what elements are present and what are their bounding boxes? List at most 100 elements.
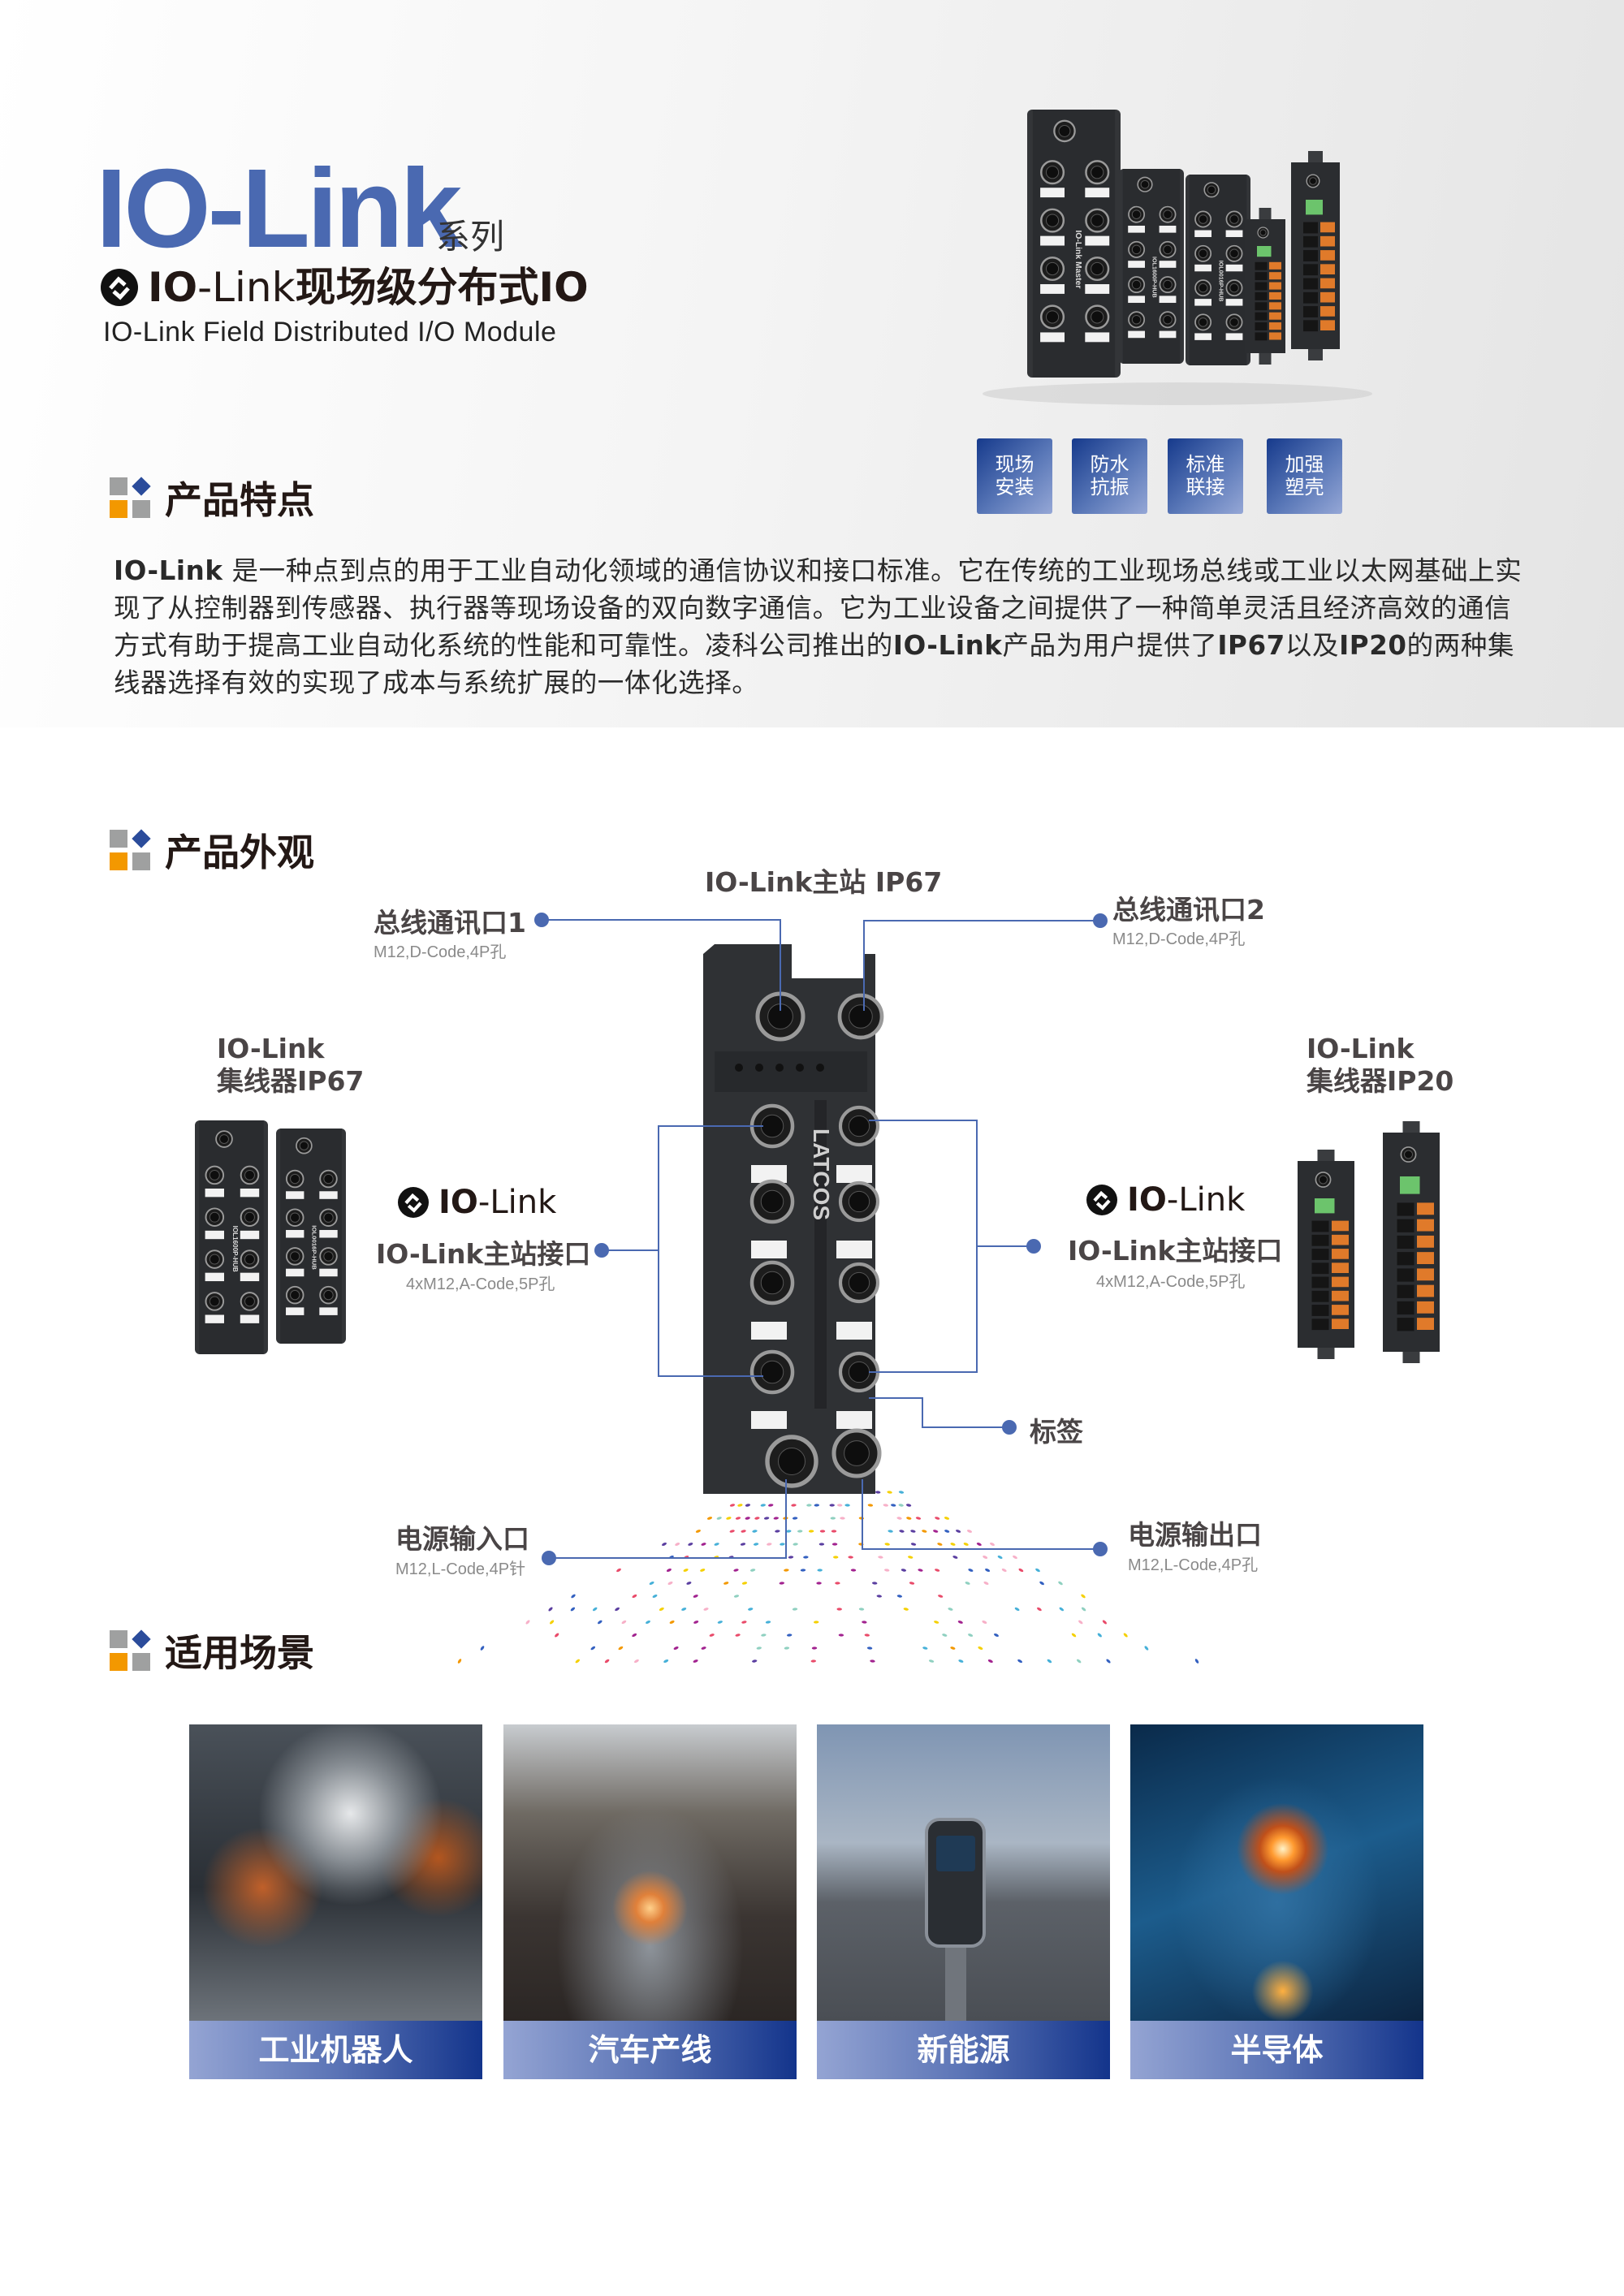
feature-badge-waterproof: 防水抗振 [1072,438,1147,514]
orange-terminal [1332,1220,1349,1232]
label-plate [205,1272,224,1282]
scenario-label: 汽车产线 [503,2021,797,2079]
label-plate [1128,330,1145,339]
color-dot [965,1582,970,1585]
connector-pins [1403,1150,1414,1159]
terminal-block [1255,272,1268,281]
color-dot [797,1530,803,1533]
color-dot [818,1543,825,1546]
section-heading-scenarios: 适用场景 [110,1624,314,1677]
color-dot [935,1517,940,1520]
color-dot [944,1530,950,1533]
orange-terminal [1320,222,1335,233]
module-model-text: IO-Link Master [1073,231,1082,289]
connector-pins [1091,310,1104,324]
color-dot [922,1530,927,1533]
color-dot [806,1504,812,1507]
color-dot [934,1621,939,1624]
label-plate [1085,284,1110,294]
status-led [796,1064,804,1072]
color-dot [1077,1659,1082,1664]
label-plate [286,1268,304,1277]
terminal-block [1397,1235,1415,1249]
orange-terminal [1269,332,1281,340]
terminal-block [1397,1284,1415,1298]
connector-pins [1045,261,1060,276]
power-out-spec: M12,L-Code,4P孔 [1128,1556,1259,1574]
orange-terminal [1417,1284,1434,1297]
ev-charger-photo [817,1724,1110,2021]
color-dot [876,1595,882,1598]
terminal-block [1255,261,1268,270]
label-plate [1225,264,1243,272]
connector-pins [1091,214,1104,227]
color-dot [598,1620,603,1625]
color-dot [748,1608,754,1611]
logo-io: IO [438,1184,478,1221]
orange-terminal [1417,1318,1434,1330]
color-dot [673,1646,679,1650]
section-title: 产品外观 [165,831,314,874]
section-icon [110,477,151,518]
color-dot [768,1504,774,1507]
label-plate [205,1314,224,1323]
color-dot [726,1517,732,1520]
leader-port-left-bracket [658,1125,763,1377]
label-plate [1040,284,1065,294]
feature-text: 标准 [1186,453,1225,476]
color-dot [1123,1633,1128,1638]
color-dot [982,1621,987,1624]
label-plate [1159,296,1177,304]
connector-pins [760,1114,784,1138]
color-dot [968,1569,974,1572]
color-dot [817,1569,823,1572]
connector-pins [760,1271,784,1295]
orange-terminal [1417,1252,1434,1264]
scenario-label: 新能源 [817,2021,1110,2079]
label-plate [1040,332,1065,343]
section-icon [110,829,151,870]
para-text: 的两种集线器选择有效的实现了成本与系统扩展的一体化选择。 [114,630,1515,698]
color-dot [788,1556,794,1559]
green-terminal [1257,246,1272,257]
color-dot [786,1530,792,1533]
connector-pins [290,1173,300,1185]
orange-terminal [1332,1305,1349,1315]
color-dot [983,1582,989,1585]
para-bold: IP67 [1217,630,1285,661]
dot-power-in [542,1551,556,1565]
color-dot [634,1659,639,1664]
io-link-logo-icon [1086,1185,1117,1215]
color-dot [883,1504,888,1507]
label-plate [286,1229,304,1238]
terminal-block [1397,1252,1415,1266]
connector-pins [760,1189,784,1214]
connector-pins [1259,229,1267,236]
io-link-logo-left: IO-Link [398,1184,556,1221]
color-dot [985,1569,991,1572]
bus1-spec: M12,D-Code,4P孔 [374,943,507,961]
scenario-card-new-energy: 新能源 [817,1724,1110,2079]
label-plate [1159,261,1177,268]
connector-pins [1131,279,1142,290]
color-dot [735,1634,741,1637]
connector-pins [290,1289,300,1301]
orange-terminal [1269,302,1281,310]
color-dot [850,1569,857,1572]
page-title: IO-Link [96,146,462,271]
connector-pins [1163,314,1173,325]
color-dot [875,1491,881,1494]
color-dot [816,1582,822,1585]
color-dot [652,1594,658,1599]
connector-pins [1091,166,1104,179]
label-plate [1159,330,1177,339]
color-dot [800,1569,806,1572]
color-dot [906,1517,912,1520]
color-dot [958,1659,964,1663]
label-plate [1225,230,1243,237]
subtitle-cn: 现场级分布式IO [295,264,589,311]
color-dot [733,1569,739,1572]
